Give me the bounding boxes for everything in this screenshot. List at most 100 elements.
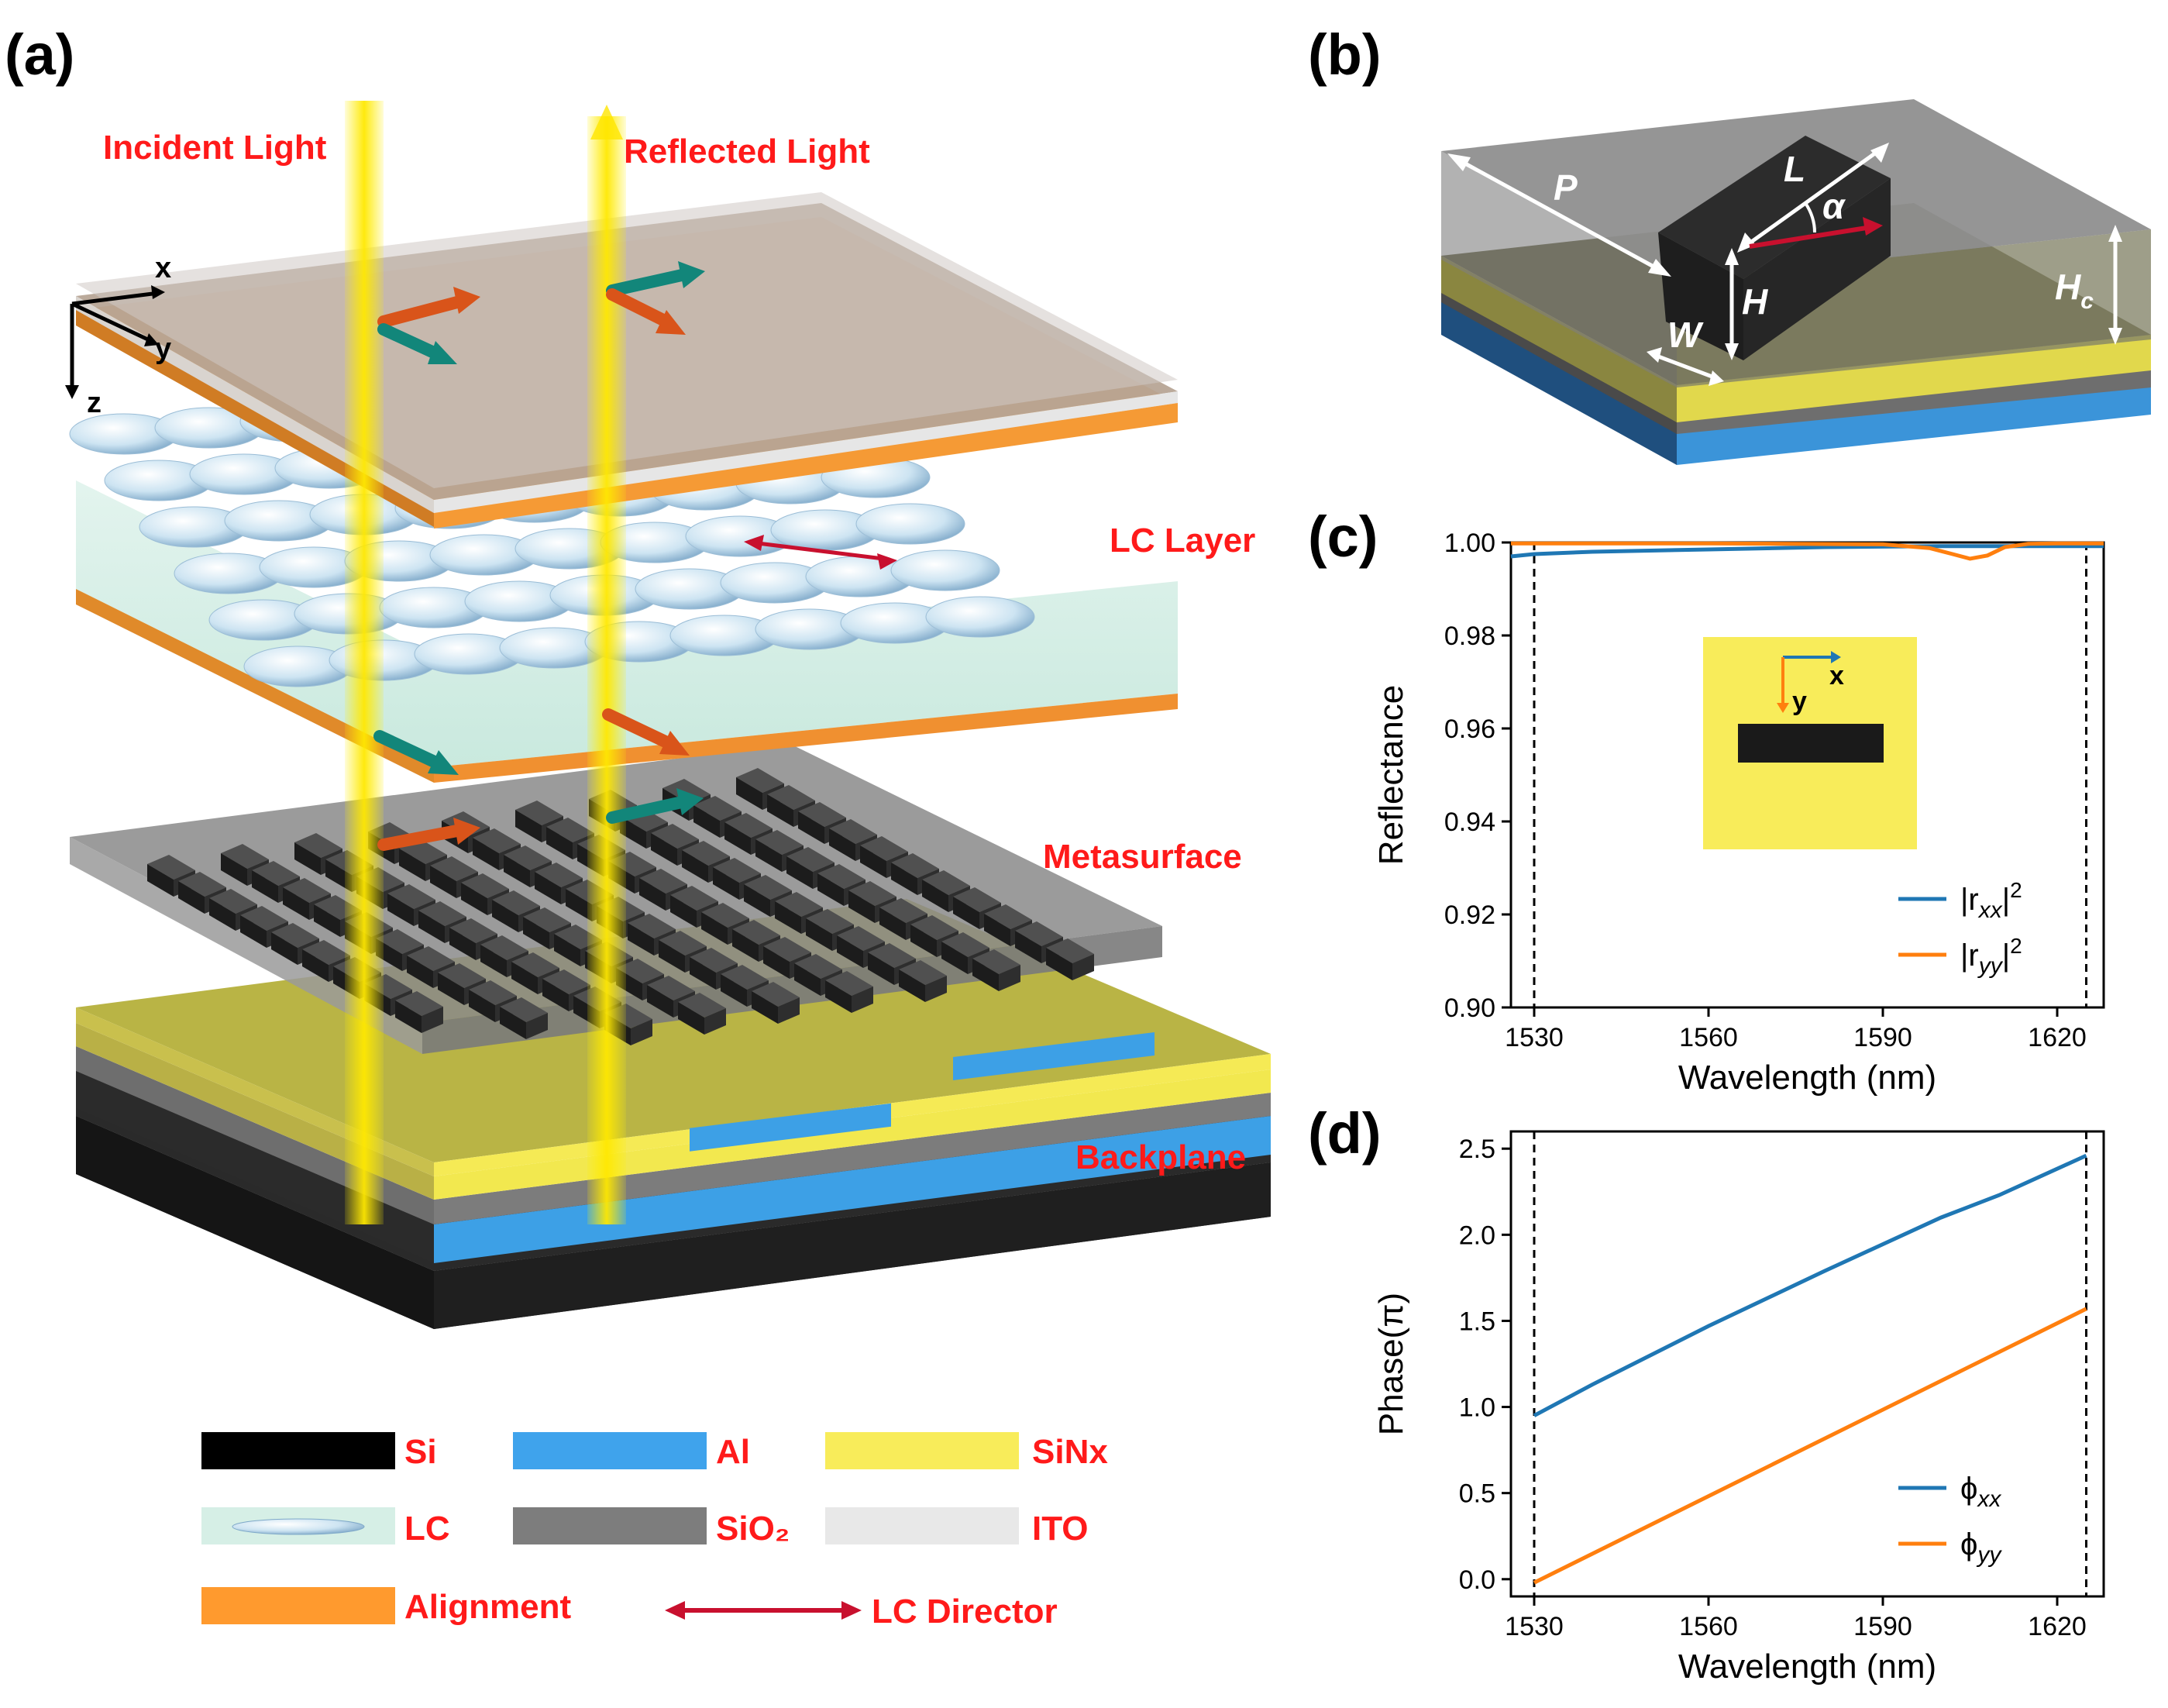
metasurface-pillar [523, 907, 571, 932]
plot-frame [1509, 1130, 2105, 1598]
legend-label-lc-director: LC Director [872, 1593, 1058, 1631]
metasurface-pillar [302, 940, 350, 965]
metasurface-pillar [430, 856, 478, 881]
metasurface-pillar [794, 954, 842, 979]
metasurface-pillar [546, 818, 594, 842]
metasurface-pillar [972, 949, 1020, 974]
metasurface-pillar [767, 785, 815, 810]
metasurface-pillar [941, 932, 989, 957]
metasurface-pillar [713, 858, 761, 883]
legend-swatch-sio2 [513, 1507, 707, 1544]
metasurface-pillar [806, 909, 854, 934]
metasurface-pillar [693, 796, 742, 821]
y-axis-title: Phase(π) [1372, 1293, 1410, 1435]
dim-label-Hc: Hc [2055, 267, 2094, 314]
y-tick-label: 0.90 [1444, 993, 1495, 1023]
legend-label-alignment: Alignment [404, 1588, 571, 1626]
metasurface-pillar [736, 768, 784, 793]
lc-molecule [855, 503, 965, 545]
metasurface-pillar [682, 841, 730, 866]
metasurface-pillar [899, 960, 947, 985]
metasurface-label: Metasurface [1043, 838, 1242, 876]
series-line [1533, 1307, 2087, 1585]
lc-molecule [890, 549, 1000, 591]
metasurface-pillar [252, 861, 300, 886]
inset-x-label: x [1829, 661, 1844, 690]
metasurface-pillar [407, 946, 455, 971]
metasurface-pillar [825, 971, 873, 996]
x-tick-label: 1530 [1505, 1023, 1564, 1052]
x-axis-title: Wavelength (nm) [1678, 1648, 1936, 1686]
metasurface-pillar [798, 802, 846, 827]
metasurface-pillar [651, 824, 699, 849]
incident-light-label: Incident Light [103, 129, 327, 167]
metasurface-pillar [910, 915, 958, 940]
panel-label-a: (a) [5, 22, 74, 87]
metasurface-pillar [221, 844, 269, 869]
metasurface-pillar [817, 864, 865, 889]
x-tick-label: 1590 [1853, 1612, 1912, 1641]
x-tick-label: 1560 [1679, 1023, 1738, 1052]
legend-label-al: Al [716, 1433, 750, 1471]
metasurface-pillar [376, 929, 424, 954]
metasurface-pillar [492, 890, 540, 915]
metasurface-pillar [724, 813, 773, 838]
legend-entry: ϕyy [1960, 1527, 2002, 1568]
y-tick-label: 0.94 [1444, 808, 1495, 837]
polarization-arrows [373, 261, 705, 851]
metasurface-pillar [786, 847, 835, 872]
x-tick-label: 1560 [1679, 1612, 1738, 1641]
y-tick-label: 0.5 [1459, 1479, 1495, 1509]
panel-label-b: (b) [1308, 22, 1382, 87]
metasurface-pillar [1046, 938, 1094, 963]
metasurface-pillar [775, 892, 823, 917]
y-tick-label: 0.96 [1444, 715, 1495, 744]
metasurface-pillar [763, 937, 811, 962]
legend-label-sio2: SiO₂ [716, 1510, 790, 1548]
metasurface-pillar [294, 833, 342, 858]
series-line [1533, 1153, 2087, 1417]
metasurface-pillar [209, 889, 257, 914]
metasurface-pillar [678, 993, 726, 1018]
backplane-label: Backplane [1075, 1138, 1246, 1176]
metasurface-pillar [837, 926, 885, 951]
metasurface-pillar [461, 873, 509, 898]
metasurface-pillars [147, 768, 1094, 1045]
panel-label-c: (c) [1308, 504, 1378, 569]
metasurface-pillar [721, 965, 769, 990]
metasurface-pillar [755, 830, 804, 855]
lc-molecule [925, 596, 1035, 638]
metasurface-pillar [449, 918, 497, 943]
metasurface-pillar [829, 819, 877, 844]
dim-label-P: P [1554, 167, 1578, 208]
metasurface-pillar [283, 878, 331, 903]
dim-label-W: W [1667, 315, 1704, 355]
y-tick-label: 1.5 [1459, 1307, 1495, 1336]
metasurface-pillar [732, 920, 780, 945]
legend-swatch-al [513, 1432, 707, 1469]
metasurface-pillar [868, 943, 916, 968]
series-line [1510, 544, 2104, 559]
metasurface-pillar [922, 870, 970, 895]
metasurface-pillar [469, 980, 517, 1005]
legend-entry: |rxx|2 [1960, 878, 2022, 923]
inset-y-label: y [1792, 687, 1807, 716]
metasurface-pillar [628, 914, 676, 938]
dim-label-H: H [1742, 281, 1768, 322]
legend-swatch-sinx [825, 1432, 1019, 1469]
metasurface-pillar [387, 884, 435, 909]
axis-y-label: y [155, 332, 171, 365]
y-tick-label: 0.92 [1444, 900, 1495, 930]
metasurface-pillar [848, 881, 896, 906]
metasurface-pillar [504, 845, 552, 870]
metasurface-pillar [511, 952, 559, 977]
metasurface-pillar [147, 855, 195, 880]
metasurface-pillar [500, 997, 548, 1022]
metasurface-pillar [670, 886, 718, 911]
coordinate-axes: x y z [65, 252, 171, 419]
metasurface-pillar [515, 801, 563, 825]
metasurface-pillar [616, 959, 664, 983]
metasurface-pillar [879, 898, 927, 923]
